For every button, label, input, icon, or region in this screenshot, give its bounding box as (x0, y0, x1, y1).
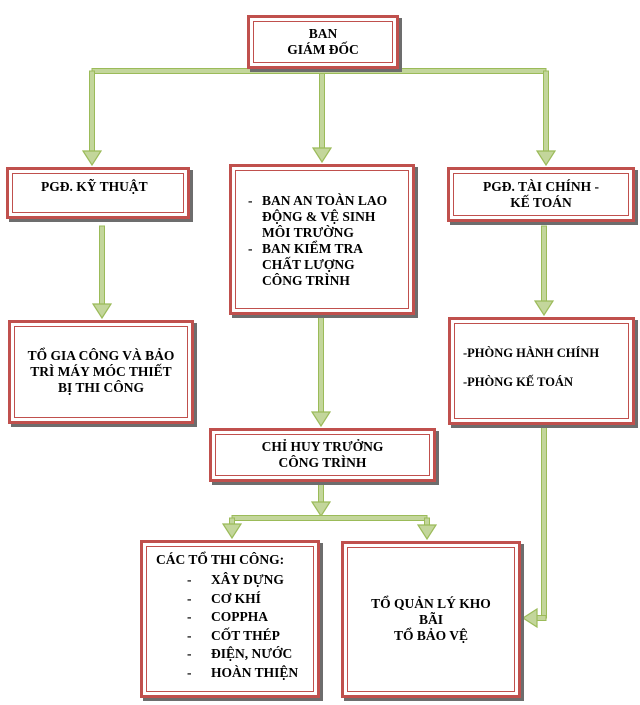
arrow-shaft-left (89, 70, 95, 153)
arrow-head-warehouse-side (521, 607, 538, 629)
site-commander-box: CHỈ HUY TRƯỞNG CÔNG TRÌNH (209, 428, 436, 482)
safety-quality-box: - BAN AN TOÀN LAO ĐỘNG & VỆ SINH MÔI TRƯ… (229, 164, 415, 315)
safety-board-item: - BAN AN TOÀN LAO ĐỘNG & VỆ SINH MÔI TRƯ… (248, 193, 406, 241)
admin-department-item: -PHÒNG HÀNH CHÍNH (463, 346, 600, 360)
team-item-electrical-water: - ĐIỆN, NƯỚC (187, 646, 298, 665)
arrow-head-site-commander (310, 411, 332, 428)
warehouse-security-box: TỔ QUẢN LÝ KHO BÃI TỔ BẢO VỆ (341, 541, 521, 698)
arrow-branch-horizontal (91, 68, 547, 74)
team-label: COPPHA (211, 609, 268, 624)
arrow-shaft-right (543, 70, 549, 153)
arrow-head-technical (81, 150, 103, 167)
arrow-branch-teams (231, 515, 428, 521)
construction-teams-title: CÁC TỔ THI CÔNG: (156, 552, 285, 567)
safety-quality-list: - BAN AN TOÀN LAO ĐỘNG & VỆ SINH MÔI TRƯ… (248, 193, 406, 289)
team-label: CƠ KHÍ (211, 590, 261, 606)
bullet: - (187, 627, 192, 643)
construction-teams-list: - XÂY DỰNG - CƠ KHÍ - COPPHA - CỐT THÉP … (187, 572, 298, 683)
bullet: - (187, 646, 192, 661)
bullet: - (187, 609, 192, 624)
site-commander-line-2: CÔNG TRÌNH (278, 455, 367, 470)
quality-board-item: - BAN KIỂM TRA CHẤT LƯỢNG CÔNG TRÌNH (248, 241, 406, 289)
safety-line-2: ĐỘNG & VỆ SINH (262, 209, 376, 224)
arrow-shaft-departments-down (541, 426, 547, 619)
finance-deputy-line-1: PGĐ. TÀI CHÍNH - (482, 178, 599, 194)
team-item-formwork: - COPPHA (187, 609, 298, 628)
arrow-head-construction-teams (221, 523, 243, 540)
board-line-2: GIÁM ĐỐC (287, 42, 359, 57)
arrow-head-commander-mid (310, 501, 332, 518)
technical-deputy-label: PGĐ. KỸ THUẬT (41, 179, 148, 194)
quality-line-2: CHẤT LƯỢNG (262, 257, 355, 272)
warehouse-line-3: TỔ BẢO VỆ (393, 627, 469, 643)
safety-line-3: MÔI TRƯỜNG (262, 225, 354, 240)
board-line-1: BAN (308, 26, 338, 41)
arrow-shaft-safety-to-commander (318, 316, 324, 414)
finance-deputy-box: PGĐ. TÀI CHÍNH - KẾ TOÁN (447, 167, 635, 222)
machine-team-line-2: TRÌ MÁY MÓC THIẾT (30, 364, 172, 379)
site-commander-line-1: CHỈ HUY TRƯỞNG (261, 439, 384, 454)
machine-team-line-3: BỊ THI CÔNG (57, 380, 145, 395)
warehouse-line-2: BÃI (418, 611, 443, 627)
arrow-shaft-tech-to-machine (99, 225, 105, 306)
team-label: HOÀN THIỆN (211, 664, 299, 680)
machine-team-line-1: TỔ GIA CÔNG VÀ BẢO (27, 348, 175, 363)
arrow-head-safety (311, 147, 333, 164)
quality-line-1: BAN KIỂM TRA (262, 241, 364, 256)
machine-maintenance-team-box: TỔ GIA CÔNG VÀ BẢO TRÌ MÁY MÓC THIẾT BỊ … (8, 320, 194, 424)
safety-line-1: BAN AN TOÀN LAO (262, 193, 388, 208)
arrow-head-machine-team (91, 303, 113, 320)
team-item-rebar: - CỐT THÉP (187, 628, 298, 647)
team-item-masonry: - XÂY DỰNG (187, 572, 298, 591)
arrow-shaft-finance-to-departments (541, 225, 547, 303)
team-label: ĐIỆN, NƯỚC (211, 646, 293, 661)
quality-line-3: CÔNG TRÌNH (262, 273, 350, 288)
technical-deputy-box: PGĐ. KỸ THUẬT (6, 167, 190, 219)
warehouse-line-1: TỔ QUẢN LÝ KHO (371, 595, 491, 611)
board-of-directors-box: BAN GIÁM ĐỐC (247, 15, 399, 69)
arrow-shaft-board-down (319, 69, 325, 151)
bullet: - (248, 193, 253, 208)
bullet: - (248, 241, 253, 256)
team-item-mechanical: - CƠ KHÍ (187, 591, 298, 610)
construction-teams-box: CÁC TỔ THI CÔNG: - XÂY DỰNG - CƠ KHÍ - C… (140, 540, 320, 698)
team-item-finishing: - HOÀN THIỆN (187, 665, 298, 684)
arrow-head-departments (533, 300, 555, 317)
bullet: - (187, 664, 192, 680)
team-label: XÂY DỰNG (211, 572, 284, 587)
bullet: - (187, 572, 192, 587)
finance-deputy-line-2: KẾ TOÁN (510, 194, 572, 210)
bullet: - (187, 590, 192, 606)
departments-box: -PHÒNG HÀNH CHÍNH -PHÒNG KẾ TOÁN (448, 317, 635, 425)
team-label: CỐT THÉP (211, 627, 280, 643)
accounting-department-item: -PHÒNG KẾ TOÁN (463, 375, 573, 389)
arrow-head-warehouse (416, 524, 438, 541)
arrow-head-finance (535, 150, 557, 167)
